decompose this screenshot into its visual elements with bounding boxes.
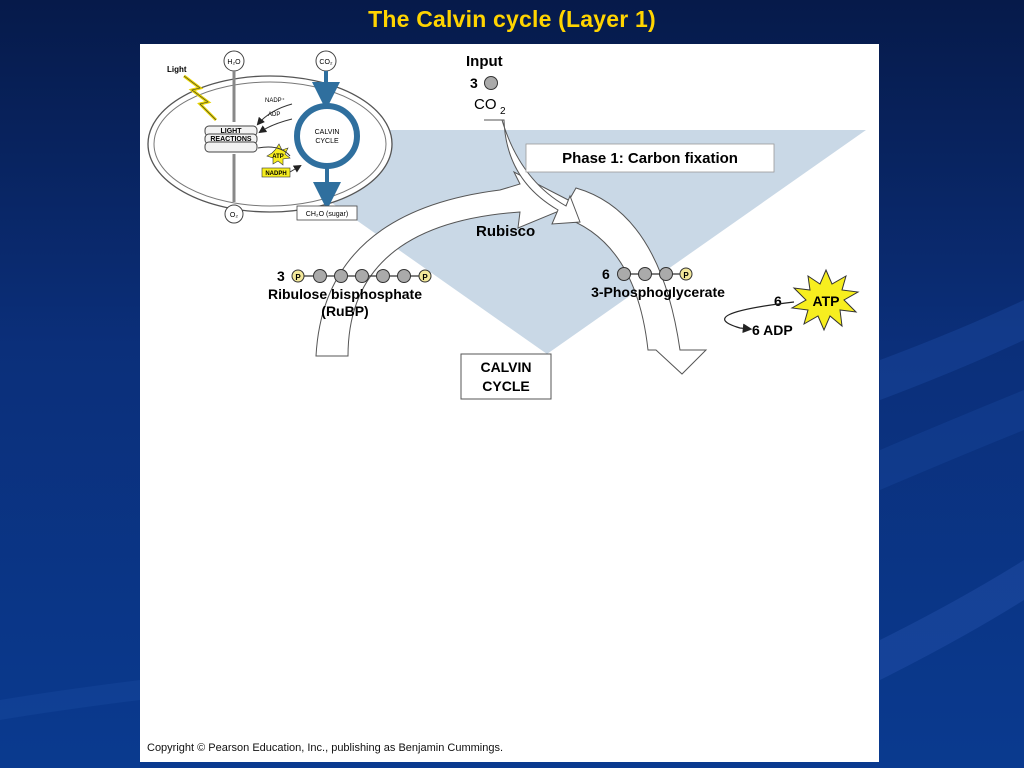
- atp-label: ATP: [813, 293, 840, 309]
- co2-carbon-ball: [484, 76, 498, 90]
- rubisco-label: Rubisco: [476, 223, 535, 240]
- atp-burst-icon: [790, 268, 860, 332]
- light-reactions-line2: REACTIONS: [210, 136, 252, 143]
- light-reactions-line1: LIGHT: [221, 128, 243, 135]
- diagram-panel: Light H₂O CO₂ LIGHT REACTIONS O₂: [140, 44, 879, 762]
- chloroplast-inner: [153, 81, 387, 207]
- pga-count: 6: [602, 266, 610, 282]
- phase-triangle: [228, 130, 866, 354]
- cycle-arc-right: [559, 187, 708, 375]
- o2-circle: [224, 204, 244, 224]
- atp-consumption: 6 ATP 6 ADP: [724, 268, 860, 338]
- sugar-label: CH₂O (sugar): [306, 211, 348, 218]
- phosphate-left-label: P: [295, 273, 301, 282]
- chloroplast-inset: Light H₂O CO₂ LIGHT REACTIONS O₂: [147, 50, 393, 224]
- nadp-label: NADP⁺: [265, 97, 285, 104]
- pga-molecule: 6 P 3-Phosphoglycerate: [591, 266, 725, 300]
- adp-small-label: ADP: [268, 112, 280, 118]
- cycle-arc-arrow: [315, 170, 578, 357]
- inset-calvin-line1: CALVIN: [315, 129, 340, 136]
- light-label: Light: [167, 65, 187, 74]
- rubp-abbrev: (RuBP): [321, 303, 368, 319]
- slide-title: The Calvin cycle (Layer 1): [368, 6, 656, 32]
- phosphate-right-label: P: [422, 273, 428, 282]
- h2o-label: H₂O: [227, 59, 241, 66]
- calvin-cycle-line1: CALVIN: [480, 359, 531, 375]
- co2-input-arrow: [484, 119, 581, 225]
- calvin-cycle-box: [460, 353, 552, 400]
- nadph-box: [261, 167, 291, 178]
- atp-small-icon: [266, 143, 291, 166]
- pga-phosphate: [679, 267, 693, 281]
- rubp-count: 3: [277, 268, 285, 284]
- calvin-cycle-line2: CYCLE: [482, 378, 529, 394]
- pga-phosphate-label: P: [683, 271, 689, 280]
- light-reactions-box: LIGHT REACTIONS: [204, 125, 258, 153]
- rubp-name: Ribulose bisphosphate: [268, 286, 422, 302]
- o2-label: O₂: [230, 212, 238, 219]
- phase-box: [525, 143, 775, 173]
- sugar-box: [296, 205, 358, 221]
- inset-calvin-line2: CYCLE: [315, 138, 339, 145]
- adp-label: 6 ADP: [752, 322, 793, 338]
- co2-label: CO₂: [319, 59, 333, 66]
- atp-adp-arrow: [724, 301, 795, 334]
- phase-label: Phase 1: Carbon fixation: [562, 150, 738, 167]
- rubp-molecule: 3 P P Ribulose bisphosphate (RuBP): [268, 268, 432, 319]
- input-label: Input: [466, 53, 503, 70]
- atp-small-label: ATP: [272, 154, 284, 160]
- copyright-notice: Copyright © Pearson Education, Inc., pub…: [147, 742, 504, 754]
- phosphate-right: [418, 269, 432, 283]
- input-count: 3: [470, 75, 478, 91]
- calvin-cycle-diagram: Light H₂O CO₂ LIGHT REACTIONS O₂: [147, 50, 866, 400]
- nadph-label: NADPH: [265, 171, 286, 177]
- inset-calvin-ring: [294, 103, 360, 169]
- atp-count: 6: [774, 293, 782, 309]
- input-molecule: CO: [474, 96, 497, 113]
- input-subscript: 2: [500, 106, 506, 117]
- pga-name: 3-Phosphoglycerate: [591, 284, 725, 300]
